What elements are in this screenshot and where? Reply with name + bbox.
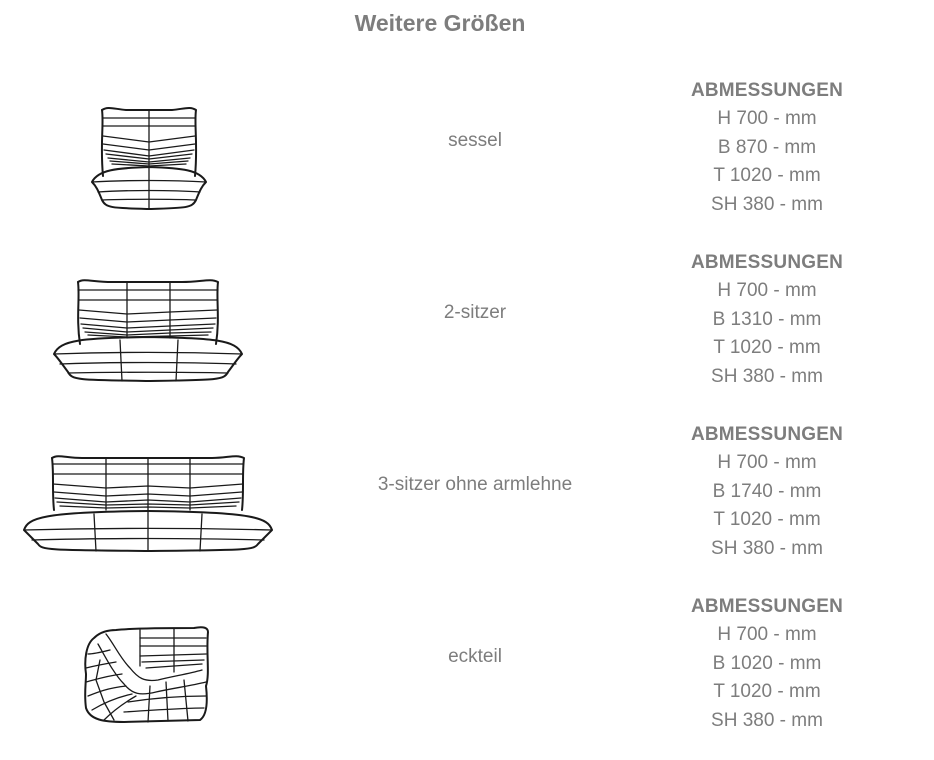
product-name: 2-sitzer	[443, 302, 507, 323]
product-row-sessel: sessel ABMESSUNGEN H 700 - mm B 870 - mm…	[0, 72, 934, 244]
dimension-depth: T 1020 - mm	[713, 681, 821, 703]
product-name: sessel	[448, 130, 502, 151]
dimension-seat-height: SH 380 - mm	[711, 366, 823, 388]
page-title: Weitere Größen	[354, 10, 526, 36]
dimension-height: H 700 - mm	[717, 624, 817, 645]
armchair-drawing-icon	[86, 104, 212, 212]
dimensions-block: ABMESSUNGEN H 700 - mm B 1310 - mm T 102…	[660, 249, 874, 392]
product-row-2-sitzer: 2-sitzer ABMESSUNGEN H 700 - mm B 1310 -…	[0, 244, 934, 416]
dimensions-heading: ABMESSUNGEN	[690, 596, 844, 617]
dimension-height: H 700 - mm	[717, 280, 817, 301]
dimension-height: H 700 - mm	[717, 108, 817, 129]
two-seater-sofa-drawing-icon	[52, 278, 244, 384]
corner-sofa-drawing-icon	[84, 624, 214, 724]
dimension-depth: T 1020 - mm	[713, 509, 821, 531]
dimensions-block: ABMESSUNGEN H 700 - mm B 870 - mm T 1020…	[660, 77, 874, 220]
dimension-seat-height: SH 380 - mm	[711, 710, 823, 732]
product-row-eckteil: eckteil ABMESSUNGEN H 700 - mm B 1020 - …	[0, 588, 934, 760]
dimension-depth: T 1020 - mm	[713, 337, 821, 359]
dimension-seat-height: SH 380 - mm	[711, 194, 823, 216]
dimensions-block: ABMESSUNGEN H 700 - mm B 1020 - mm T 102…	[660, 593, 874, 736]
dimensions-block: ABMESSUNGEN H 700 - mm B 1740 - mm T 102…	[660, 421, 874, 564]
dimension-width: B 1740 - mm	[712, 480, 822, 502]
dimensions-heading: ABMESSUNGEN	[690, 80, 844, 101]
dimension-width: B 870 - mm	[717, 136, 817, 158]
product-name: eckteil	[448, 646, 502, 667]
dimension-width: B 1310 - mm	[712, 308, 822, 330]
dimensions-heading: ABMESSUNGEN	[690, 252, 844, 273]
dimension-height: H 700 - mm	[717, 452, 817, 473]
product-name: 3-sitzer ohne armlehne	[377, 474, 573, 495]
dimension-width: B 1020 - mm	[712, 652, 822, 674]
product-row-3-sitzer: 3-sitzer ohne armlehne ABMESSUNGEN H 700…	[0, 416, 934, 588]
dimension-seat-height: SH 380 - mm	[711, 538, 823, 560]
three-seater-sofa-drawing-icon	[22, 454, 274, 554]
dimensions-heading: ABMESSUNGEN	[690, 424, 844, 445]
dimension-depth: T 1020 - mm	[713, 165, 821, 187]
